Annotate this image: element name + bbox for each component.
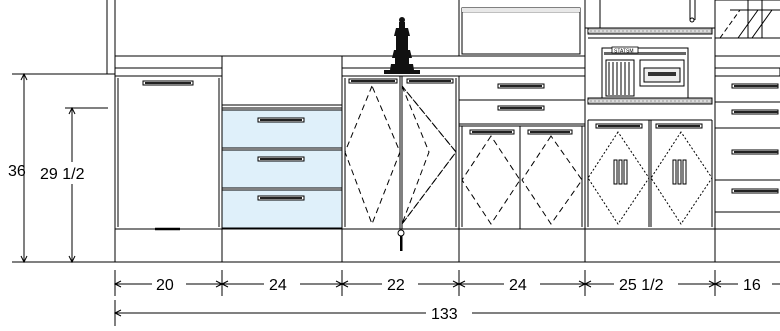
width-mask-5 xyxy=(614,274,678,294)
height-36-label: 36 xyxy=(8,163,26,180)
cabinet-24-drawers xyxy=(221,107,343,230)
dimension-29-half xyxy=(65,106,108,264)
faucet-icon xyxy=(384,17,420,74)
cabinet-24-drawers-doors xyxy=(458,75,586,230)
dimension-36 xyxy=(12,72,108,264)
width-label-24b: 24 xyxy=(509,277,527,294)
width-label-16: 16 xyxy=(743,277,761,294)
width-mask-3 xyxy=(382,274,418,294)
width-label-22: 22 xyxy=(387,277,405,294)
height-29-half-label: 29 1/2 xyxy=(40,166,85,183)
width-mask-2 xyxy=(264,274,300,294)
overall-width-label: 133 xyxy=(431,306,458,323)
overall-mask xyxy=(426,303,472,323)
sink-pull-knob xyxy=(397,229,405,251)
oven-badge-box xyxy=(611,46,639,54)
upper-pullout xyxy=(584,0,696,28)
oven-badge: STATSM xyxy=(614,49,634,55)
width-mask-4 xyxy=(504,274,540,294)
toe-kick xyxy=(108,229,780,263)
range-hood xyxy=(461,7,581,55)
cabinet-20-dishwasher xyxy=(114,75,223,231)
width-label-20: 20 xyxy=(156,277,174,294)
width-dimension-chain xyxy=(113,270,780,296)
cabinet-22-sink-doors xyxy=(341,75,460,230)
width-label-24: 24 xyxy=(269,277,287,294)
width-mask-6 xyxy=(738,274,772,294)
height-29-half-mask xyxy=(38,162,108,184)
upper-shelving xyxy=(715,0,780,39)
cabinet-25-half-appliance xyxy=(584,27,716,230)
width-mask-1 xyxy=(152,274,186,294)
width-label-25-half: 25 1/2 xyxy=(619,277,664,294)
cabinet-16-drawer-stack xyxy=(714,75,780,230)
